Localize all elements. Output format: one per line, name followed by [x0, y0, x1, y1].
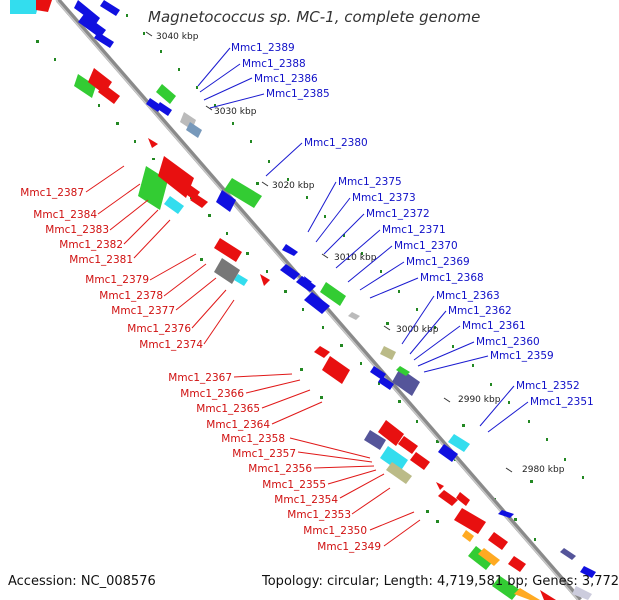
- tick-label: 2990 kbp: [458, 395, 501, 405]
- summary-text: Topology: circular; Length: 4,719,581 bp…: [262, 574, 619, 589]
- gene-label: Mmc1_2353: [287, 509, 351, 521]
- gene-label: Mmc1_2378: [99, 290, 163, 302]
- gene-label: Mmc1_2387: [20, 187, 84, 199]
- ticks: [145, 31, 513, 473]
- reverse-leaders: [85, 165, 421, 547]
- gene-label: Mmc1_2350: [303, 525, 367, 537]
- gene-label: Mmc1_2351: [530, 396, 594, 408]
- tick-label: 2980 kbp: [522, 465, 565, 475]
- forward-leaders: [197, 47, 529, 433]
- gene-label: Mmc1_2364: [206, 419, 270, 431]
- gene-label: Mmc1_2356: [248, 463, 312, 475]
- gene-label: Mmc1_2388: [242, 58, 306, 70]
- gene-label: Mmc1_2370: [394, 240, 458, 252]
- gene-label: Mmc1_2383: [45, 224, 109, 236]
- gene-label: Mmc1_2371: [382, 224, 446, 236]
- gene-label: Mmc1_2374: [139, 339, 203, 351]
- gene-label: Mmc1_2357: [232, 448, 296, 460]
- gene-label: Mmc1_2385: [266, 88, 330, 100]
- gene-label: Mmc1_2377: [111, 305, 175, 317]
- gene-label: Mmc1_2368: [420, 272, 484, 284]
- tick-label: 3010 kbp: [334, 253, 377, 263]
- forward-labels: Mmc1_2389 Mmc1_2388 Mmc1_2386 Mmc1_2385 …: [231, 42, 594, 408]
- genome-map: 3040 kbp 3030 kbp 3020 kbp 3010 kbp 3000…: [10, 0, 596, 600]
- reverse-genes: [10, 0, 556, 600]
- tick-labels: 3040 kbp 3030 kbp 3020 kbp 3010 kbp 3000…: [156, 32, 565, 475]
- gene-label: Mmc1_2361: [462, 320, 526, 332]
- tick-label: 3020 kbp: [272, 181, 315, 191]
- gene-label: Mmc1_2352: [516, 380, 580, 392]
- gene-label: Mmc1_2355: [262, 479, 326, 491]
- reverse-labels: Mmc1_2387 Mmc1_2384 Mmc1_2383 Mmc1_2382 …: [20, 187, 381, 553]
- map-title: Magnetococcus sp. MC-1, complete genome: [148, 8, 481, 26]
- gene-label: Mmc1_2358: [221, 433, 285, 445]
- tick-label: 3030 kbp: [214, 107, 257, 117]
- forward-genes: [74, 0, 596, 600]
- gene-label: Mmc1_2365: [196, 403, 260, 415]
- tick-label: 3000 kbp: [396, 325, 439, 335]
- gene-label: Mmc1_2373: [352, 192, 416, 204]
- tick-label: 3040 kbp: [156, 32, 199, 42]
- gene-label: Mmc1_2367: [168, 372, 232, 384]
- gene-label: Mmc1_2381: [69, 254, 133, 266]
- gene-label: Mmc1_2354: [274, 494, 338, 506]
- gene-label: Mmc1_2386: [254, 73, 318, 85]
- ring-dots-outer: [126, 14, 584, 479]
- gene-label: Mmc1_2382: [59, 239, 123, 251]
- gene-label: Mmc1_2359: [490, 350, 554, 362]
- accession-text: Accession: NC_008576: [8, 574, 156, 589]
- gene-label: Mmc1_2363: [436, 290, 500, 302]
- gene-label: Mmc1_2369: [406, 256, 470, 268]
- gene-label: Mmc1_2376: [127, 323, 191, 335]
- gene-label: Mmc1_2375: [338, 176, 402, 188]
- gene-label: Mmc1_2372: [366, 208, 430, 220]
- gene-label: Mmc1_2384: [33, 209, 97, 221]
- gene-label: Mmc1_2379: [85, 274, 149, 286]
- gene-label: Mmc1_2366: [180, 388, 244, 400]
- gene-label: Mmc1_2360: [476, 336, 540, 348]
- gene-label: Mmc1_2389: [231, 42, 295, 54]
- gene-label: Mmc1_2380: [304, 137, 368, 149]
- gene-label: Mmc1_2362: [448, 305, 512, 317]
- gene-label: Mmc1_2349: [317, 541, 381, 553]
